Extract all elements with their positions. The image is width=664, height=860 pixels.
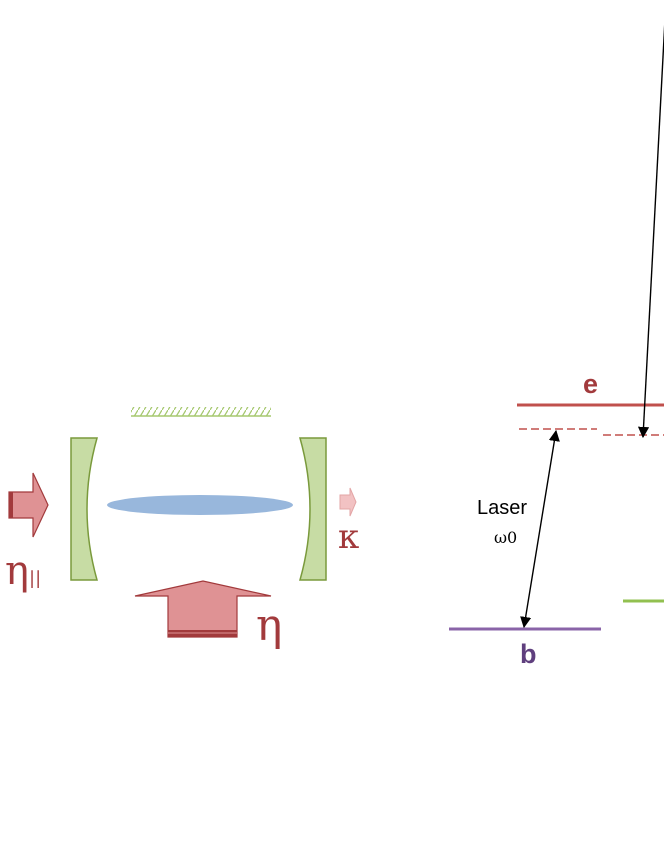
eta-parallel-subscript: || xyxy=(29,568,41,589)
cavity-transition-arrow xyxy=(637,24,664,439)
laser-frequency-label: ω0 xyxy=(494,528,517,547)
cavity-panel: η || η κ xyxy=(5,407,359,651)
hatched-surface xyxy=(131,407,271,416)
eta-parallel-label: η xyxy=(5,548,29,594)
longitudinal-pump-arrow xyxy=(8,472,49,538)
longitudinal-pump-arrow-base xyxy=(9,492,13,518)
laser-label: Laser xyxy=(477,497,527,519)
excited-state-label: e xyxy=(583,369,598,399)
ground-state-label: b xyxy=(520,639,537,669)
cavity-output-arrow xyxy=(339,487,357,517)
kappa-label: κ xyxy=(338,517,359,557)
right-mirror xyxy=(299,437,327,581)
atom-cloud xyxy=(107,495,293,515)
laser-transition-arrow xyxy=(520,429,560,629)
eta-label: η xyxy=(256,600,282,651)
level-scheme-panel: e b Laser ω0 xyxy=(449,24,664,669)
transverse-pump-arrow xyxy=(134,580,272,638)
left-mirror xyxy=(70,437,98,581)
